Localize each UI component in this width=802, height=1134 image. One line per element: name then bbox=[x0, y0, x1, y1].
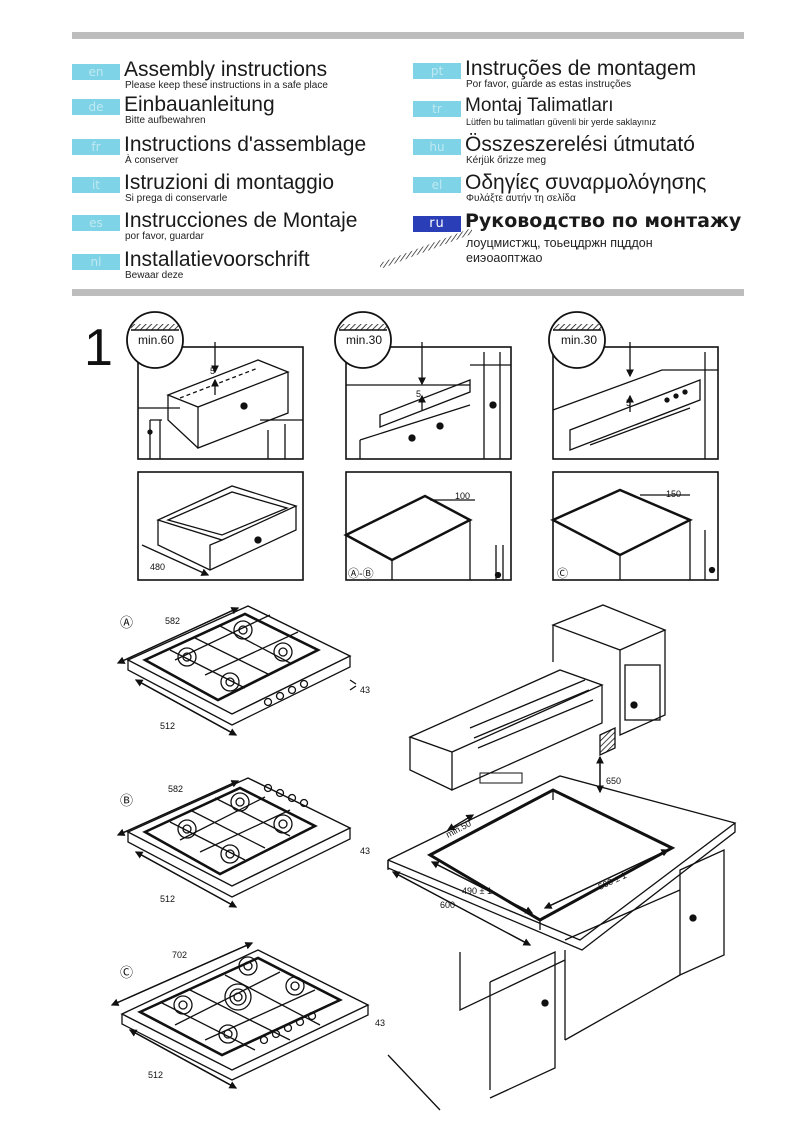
hob-a-label: Ⓐ bbox=[120, 615, 133, 630]
lang-badge: es bbox=[72, 215, 120, 231]
lang-title: Einbauanleitung bbox=[124, 93, 275, 116]
panel-clearance-30a bbox=[334, 311, 392, 369]
lang-title: Összeszerelési útmutató bbox=[465, 133, 695, 156]
lang-subtitle: Kérjük őrizze meg bbox=[466, 155, 547, 166]
panel-clearance-30b bbox=[548, 311, 606, 369]
lang-badge: tr bbox=[413, 101, 461, 117]
dim-gap5c: 5 bbox=[626, 398, 631, 408]
panel-clearance-60 bbox=[126, 311, 184, 369]
dim-min30a: min.30 bbox=[346, 333, 382, 347]
lang-title: Instructions d'assemblage bbox=[124, 133, 367, 156]
bottom-rule bbox=[72, 289, 744, 296]
dim-560: 560 ± 1 bbox=[597, 870, 628, 892]
dim-100: 100 bbox=[455, 491, 470, 501]
lang-title: Οδηγίες συναρμολόγησης bbox=[465, 171, 707, 194]
lang-subtitle: Por favor, guarde as estas instruções bbox=[466, 79, 632, 90]
lang-badge: nl bbox=[72, 254, 120, 270]
lang-subtitle: por favor, guardar bbox=[125, 231, 204, 242]
lang-badge: pt bbox=[413, 63, 461, 79]
hob-c-width: 702 bbox=[172, 950, 187, 960]
panel-cutout-100 bbox=[343, 471, 512, 581]
lang-title: Installatievoorschrift bbox=[124, 248, 310, 271]
lang-subtitle: Bewaar deze bbox=[125, 270, 184, 281]
hob-b-depth: 512 bbox=[160, 894, 175, 904]
lang-badge: it bbox=[72, 177, 120, 193]
panel-drawer-480 bbox=[137, 471, 304, 581]
lang-title: Montaj Talimatları bbox=[465, 95, 614, 116]
hob-c-height: 43 bbox=[375, 1018, 385, 1028]
panel-cutout-150 bbox=[550, 471, 719, 581]
label-ab: Ⓐ-Ⓑ bbox=[348, 567, 374, 580]
lang-subtitle: Please keep these instructions in a safe… bbox=[125, 80, 328, 91]
dim-min30b: min.30 bbox=[561, 333, 597, 347]
panel-builtin-oven bbox=[552, 342, 719, 460]
lang-badge: hu bbox=[413, 139, 461, 155]
dim-650: 650 bbox=[606, 776, 621, 786]
dim-min50: min.50 bbox=[444, 818, 473, 840]
lang-badge: el bbox=[413, 177, 461, 193]
lang-title: Instruções de montagem bbox=[465, 57, 697, 80]
dim-490: 490 ± 1 bbox=[462, 886, 492, 896]
hob-c-label: Ⓒ bbox=[120, 965, 133, 980]
top-rule bbox=[72, 32, 744, 39]
lang-badge: en bbox=[72, 64, 120, 80]
lang-badge: ru bbox=[413, 216, 461, 232]
dim-min60: min.60 bbox=[138, 333, 174, 347]
hob-b bbox=[116, 777, 352, 908]
panel-oven-under-top bbox=[345, 227, 512, 460]
lang-subtitle: Si prega di conservarle bbox=[125, 193, 228, 204]
hob-a-depth: 512 bbox=[160, 721, 175, 731]
lang-title: Assembly instructions bbox=[124, 58, 328, 81]
lang-subtitle: Lütfen bu talimatları güvenli bir yerde … bbox=[466, 117, 657, 127]
dim-gap5b: 5 bbox=[416, 389, 421, 399]
lang-subtitle: Φυλάξτε αυτήν τη σελίδα bbox=[466, 193, 576, 204]
hob-b-label: Ⓑ bbox=[120, 793, 133, 808]
lang-title: Руководство по монтажу bbox=[465, 210, 742, 232]
step-number: 1 bbox=[84, 319, 113, 377]
dim-gap5a: 5 bbox=[210, 366, 215, 376]
lang-title: Instrucciones de Montaje bbox=[124, 209, 358, 232]
lang-badge: de bbox=[72, 99, 120, 115]
hob-c-depth: 512 bbox=[148, 1070, 163, 1080]
label-c: Ⓒ bbox=[557, 567, 568, 580]
hob-a-width: 582 bbox=[165, 616, 180, 626]
hob-b-width: 582 bbox=[168, 784, 183, 794]
lang-subtitle: лоуцмистжц, тоьецдржн пцддон еиэоаоптжао bbox=[466, 236, 653, 265]
lang-subtitle: À conserver bbox=[125, 155, 179, 166]
panel-drawer-top bbox=[137, 342, 304, 460]
hob-a-height: 43 bbox=[360, 685, 370, 695]
hob-b-height: 43 bbox=[360, 846, 370, 856]
lang-badge: fr bbox=[72, 139, 120, 155]
lang-title: Istruzioni di montaggio bbox=[124, 171, 335, 194]
dim-600: 600 bbox=[440, 900, 455, 910]
kitchen-installation bbox=[387, 604, 737, 1111]
dim-150: 150 bbox=[666, 489, 681, 499]
dim-480: 480 bbox=[150, 562, 165, 572]
hob-c bbox=[110, 942, 370, 1089]
hob-a bbox=[116, 605, 357, 736]
lang-subtitle: Bitte aufbewahren bbox=[125, 115, 206, 126]
